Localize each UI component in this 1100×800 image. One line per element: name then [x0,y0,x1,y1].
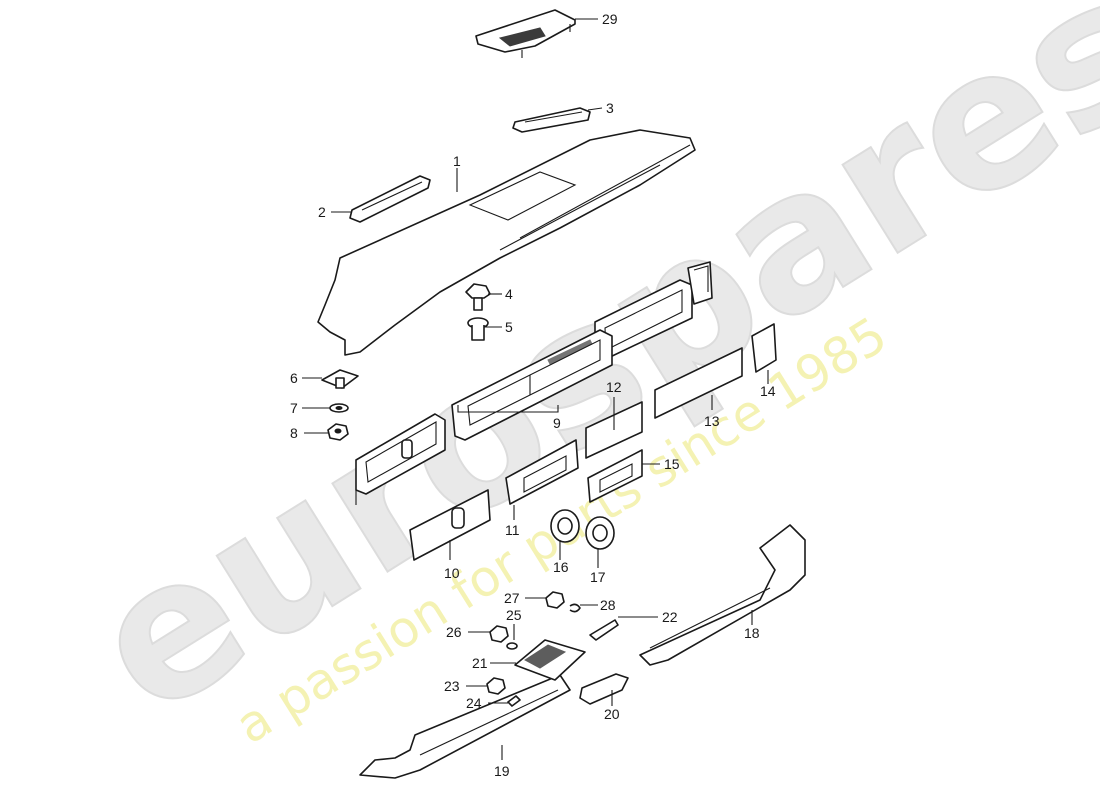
callout-5[interactable]: 5 [505,319,513,335]
callout-2[interactable]: 2 [318,204,326,220]
callout-26[interactable]: 26 [446,624,462,640]
callout-12[interactable]: 12 [606,379,622,395]
callout-14[interactable]: 14 [760,383,776,399]
callout-7[interactable]: 7 [290,400,298,416]
callout-18[interactable]: 18 [744,625,760,641]
callout-17[interactable]: 17 [590,569,606,585]
part-7-washer[interactable] [329,403,349,413]
part-26-nut[interactable] [489,625,509,643]
callout-labels: 29 3 1 2 4 5 6 7 8 9 10 11 12 13 14 15 1… [290,11,776,779]
callout-29[interactable]: 29 [602,11,618,27]
part-10-plate[interactable] [409,489,491,561]
callout-19[interactable]: 19 [494,763,510,779]
part-19-knee-pad[interactable] [359,674,571,779]
part-8-nut[interactable] [327,423,349,441]
part-5-grommet[interactable] [467,317,489,341]
leader-lines [302,18,769,760]
callout-20[interactable]: 20 [604,706,620,722]
callout-10[interactable]: 10 [444,565,460,581]
callout-24[interactable]: 24 [466,695,482,711]
part-23-nut[interactable] [486,677,506,695]
callout-4[interactable]: 4 [505,286,513,302]
callout-27[interactable]: 27 [504,590,520,606]
callout-8[interactable]: 8 [290,425,298,441]
part-2-grille[interactable] [349,175,431,223]
part-28-clip[interactable] [569,603,581,613]
part-bracket-small[interactable] [687,261,713,305]
callout-15[interactable]: 15 [664,456,680,472]
callout-23[interactable]: 23 [444,678,460,694]
callout-11[interactable]: 11 [505,522,520,538]
callout-6[interactable]: 6 [290,370,298,386]
part-29-cover[interactable] [475,9,576,58]
part-13-plate[interactable] [654,347,743,419]
callout-25[interactable]: 25 [506,607,522,623]
part-1-dashboard-pad[interactable] [317,129,696,356]
callout-16[interactable]: 16 [553,559,569,575]
callout-9[interactable]: 9 [553,415,561,431]
part-25-washer[interactable] [506,642,518,650]
part-15-plate[interactable] [587,449,643,503]
part-6-plate-nut[interactable] [321,369,359,389]
part-16-knob[interactable] [550,509,580,543]
part-17-knob[interactable] [585,516,615,550]
part-21-bracket[interactable] [514,639,586,681]
part-18-knee-pad[interactable] [639,524,806,666]
part-3-grille[interactable] [512,107,591,133]
part-27-nut[interactable] [545,591,565,609]
callout-3[interactable]: 3 [606,100,614,116]
part-14-trim[interactable] [751,323,777,373]
part-24-washer[interactable] [507,695,521,707]
callout-1[interactable]: 1 [453,153,461,169]
callout-28[interactable]: 28 [600,597,616,613]
part-22-clip[interactable] [589,619,619,641]
part-11-plate[interactable] [505,439,579,505]
callout-21[interactable]: 21 [472,655,488,671]
callout-13[interactable]: 13 [704,413,720,429]
part-20-bracket[interactable] [579,673,629,705]
callout-22[interactable]: 22 [662,609,678,625]
